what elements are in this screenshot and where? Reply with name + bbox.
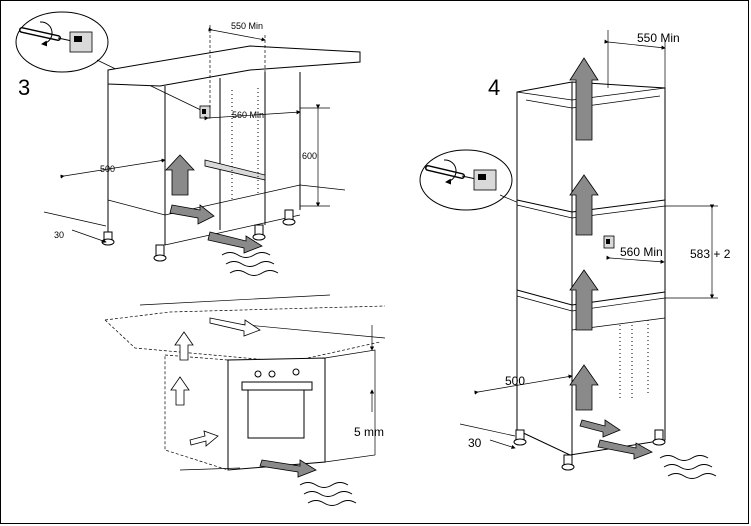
dim-30-step4: 30 <box>468 436 482 450</box>
dim-30-step3: 30 <box>54 230 64 240</box>
dim-560-min-step4: 560 Min <box>620 245 663 259</box>
dim-5-mm: 5 mm <box>354 425 384 439</box>
dim-600-step3: 600 <box>302 151 317 161</box>
dim-500-step3: 500 <box>100 164 115 174</box>
oven-figure <box>104 294 386 506</box>
step3-screwdriver-detail <box>15 11 206 113</box>
dim-560-min-step3: 560 Min <box>232 110 264 120</box>
step4-figure: 4 <box>419 30 718 479</box>
dim-500-step4: 500 <box>505 374 525 388</box>
dim-583-plus-2-step4: 583 + 2 <box>690 247 731 261</box>
step3-number: 3 <box>18 75 30 100</box>
dim-550-min-step3: 550 Min <box>231 21 263 31</box>
step4-number: 4 <box>488 75 500 100</box>
step3-figure: 3 <box>15 11 361 276</box>
dim-550-min-step4: 550 Min <box>637 31 680 45</box>
